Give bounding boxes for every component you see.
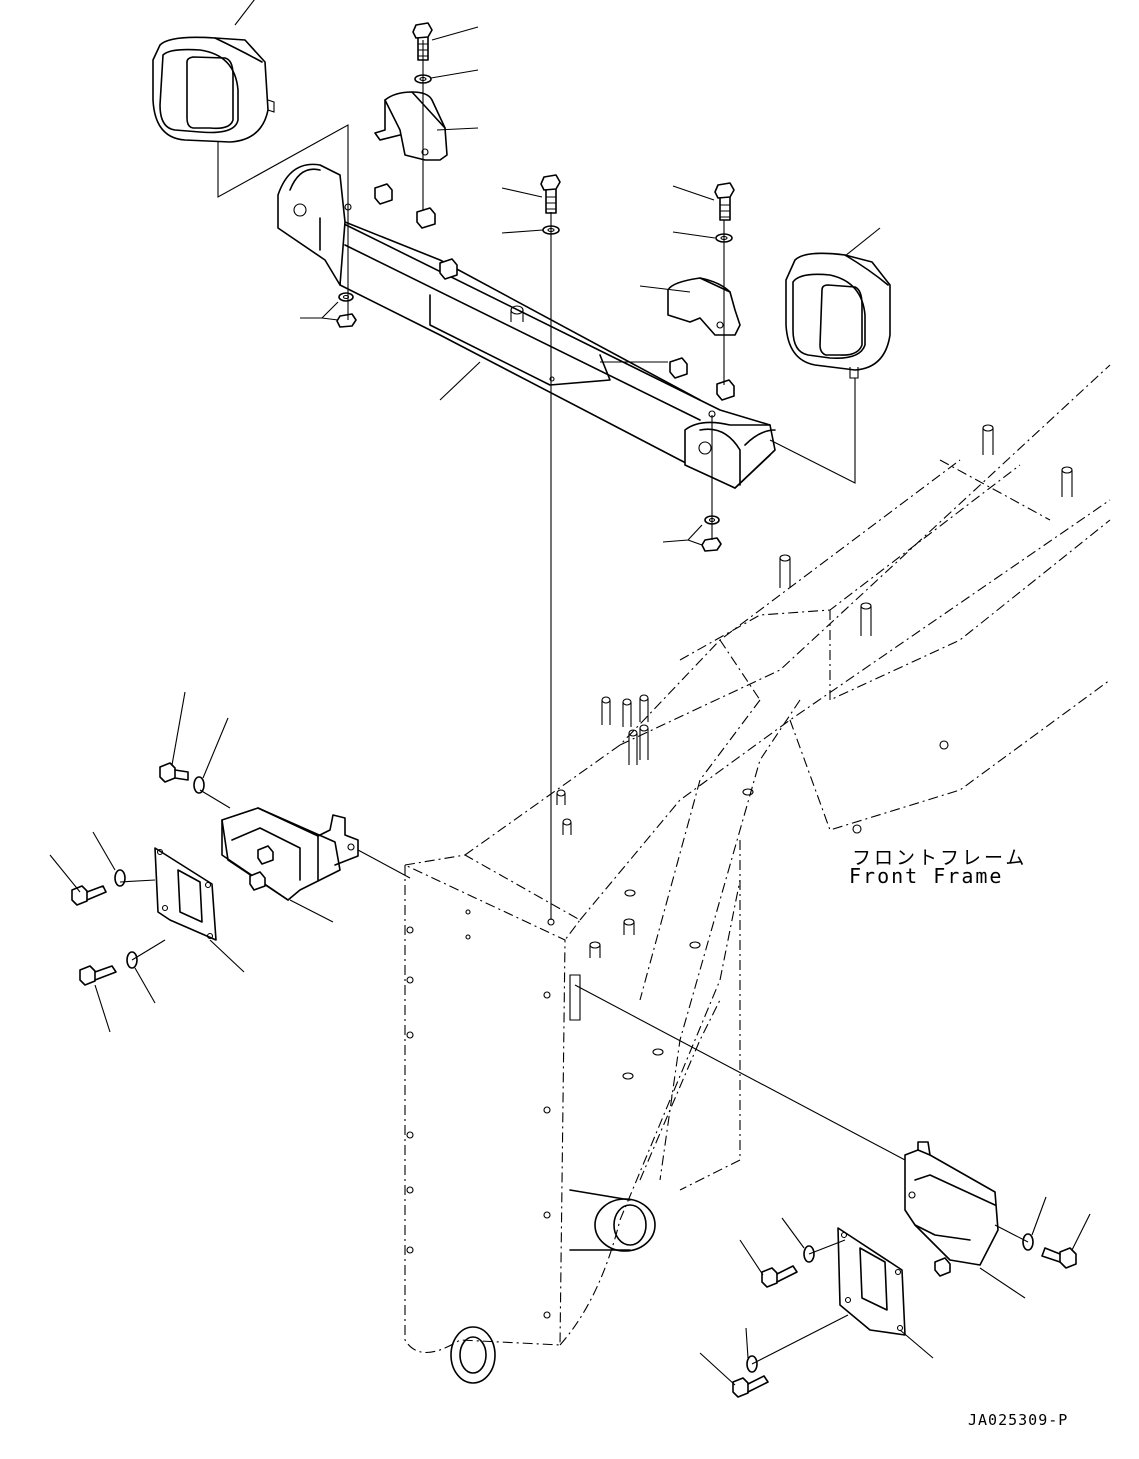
lamp-bracket-assembly	[277, 163, 776, 489]
junction-box-right	[732, 1141, 1077, 1398]
center-lines	[119, 40, 1029, 1365]
junction-box-left	[71, 762, 359, 986]
drawing-number: JA025309-P	[968, 1411, 1069, 1429]
leader-lines	[49, 0, 1091, 1386]
front-frame	[404, 364, 1111, 1384]
headlamp-right	[785, 252, 891, 379]
frame-label-japanese: フロントフレーム	[852, 847, 1028, 869]
headlamp-left	[152, 36, 275, 150]
lamp-guard-right	[667, 277, 741, 336]
lamp-guard-top	[374, 91, 448, 161]
frame-label-english: Front Frame	[849, 864, 1004, 888]
